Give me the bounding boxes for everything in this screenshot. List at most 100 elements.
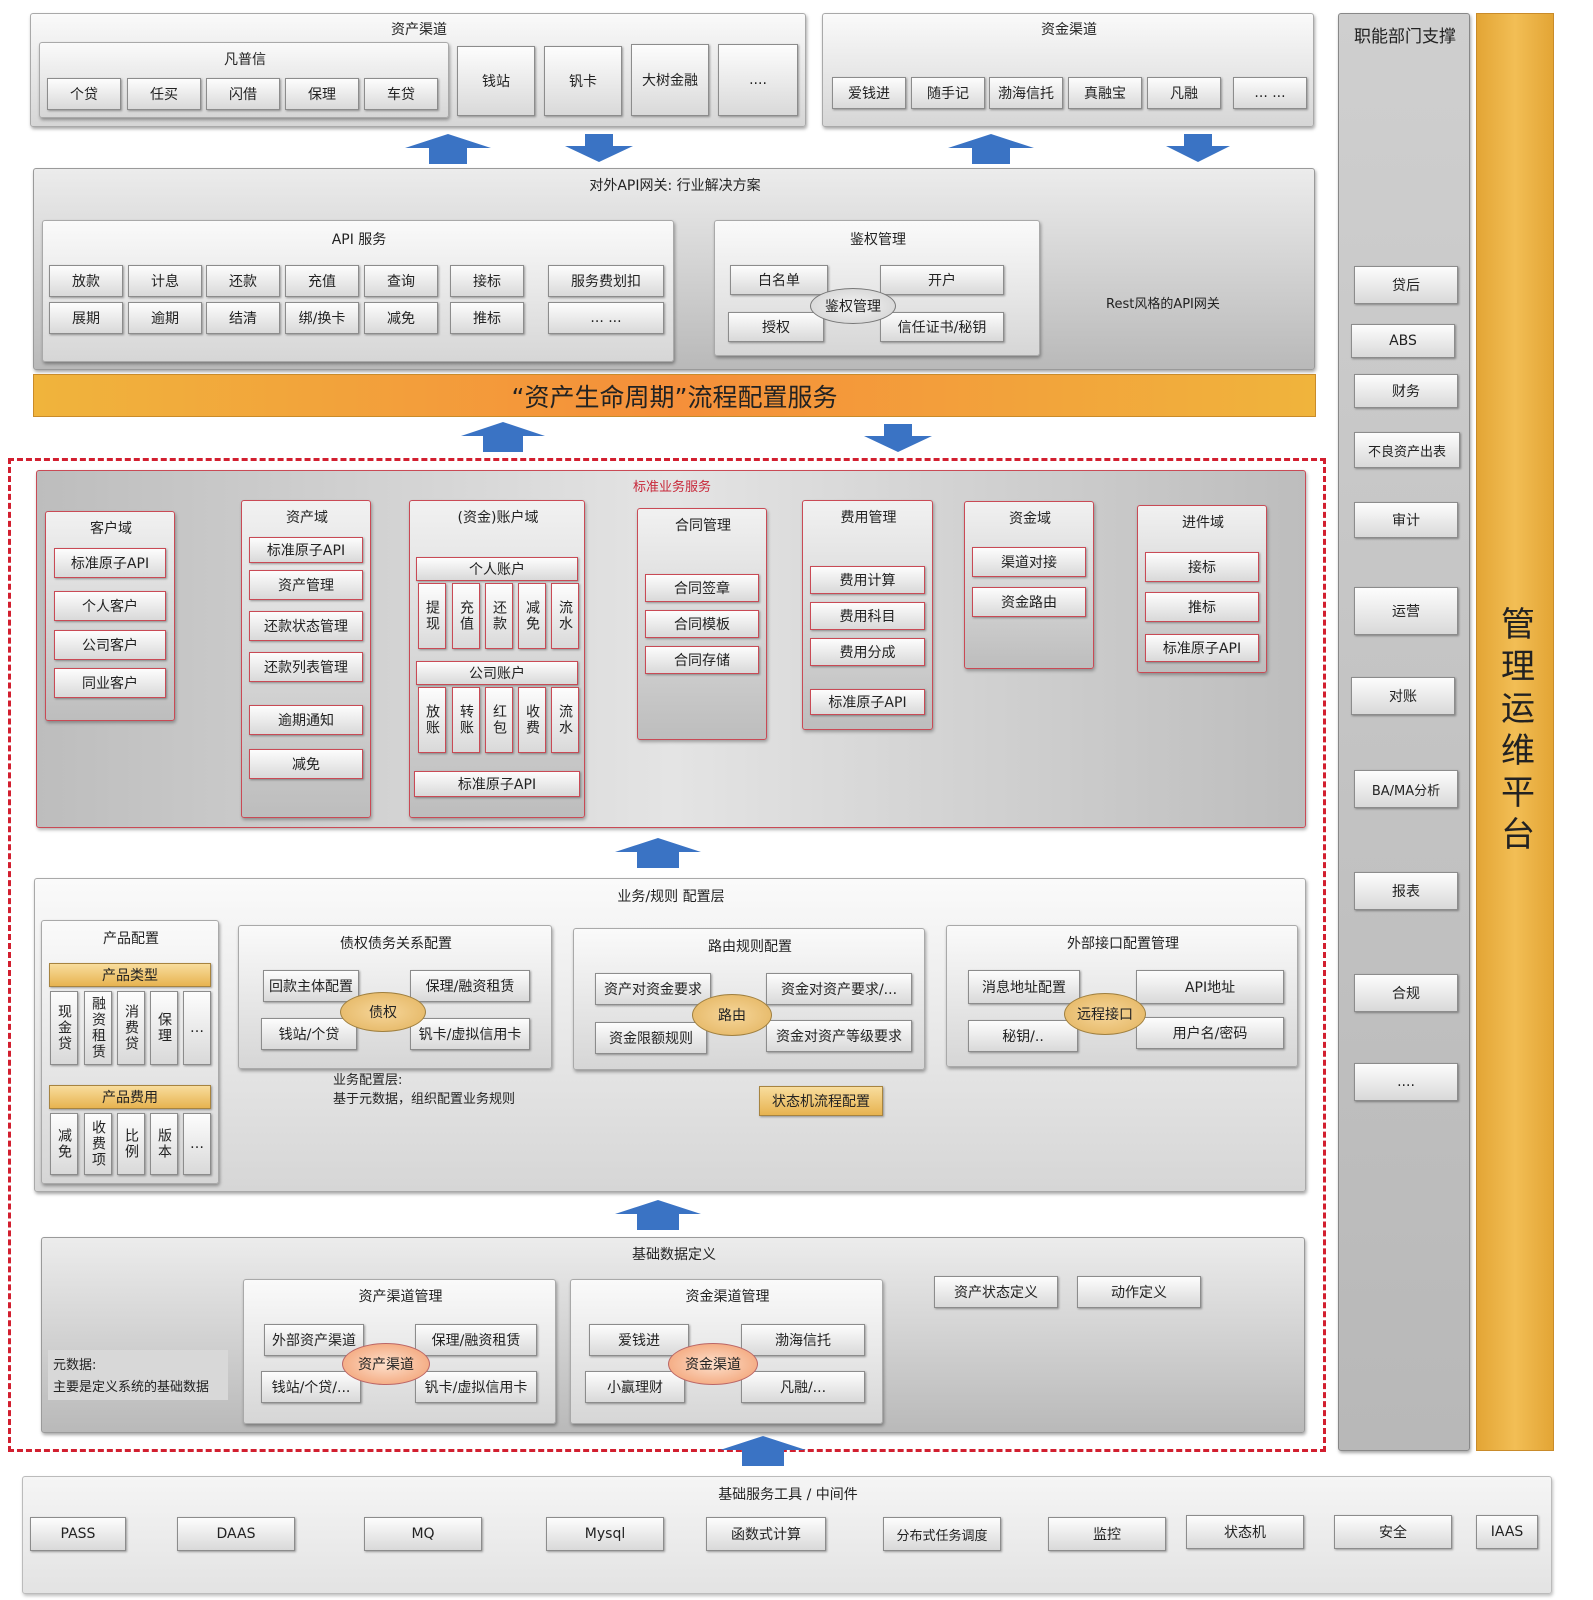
asset-mgmt-tr-box[interactable]: 保理/融资租赁 [415,1324,537,1356]
infra-item[interactable]: 函数式计算 [706,1517,826,1551]
authorize-box[interactable]: 授权 [728,312,824,342]
company-account-item[interactable]: 收费 [518,687,546,753]
asset-domain-item[interactable]: 还款列表管理 [249,652,363,682]
api-button[interactable]: 结清 [206,302,280,334]
fanpuxin-item[interactable]: 闪借 [206,78,280,110]
infra-item[interactable]: 安全 [1334,1515,1452,1549]
asset-state-def[interactable]: 资产状态定义 [934,1276,1058,1308]
product-fee-item[interactable]: 收费项 [84,1113,112,1175]
fund-channel-item[interactable]: ... ... [1233,77,1307,109]
product-type-item[interactable]: … [183,991,211,1065]
personal-account-item[interactable]: 减免 [518,583,546,649]
customer-item[interactable]: 同业客户 [54,668,166,698]
api-button[interactable]: 展期 [49,302,123,334]
support-item[interactable]: 财务 [1354,374,1458,408]
api-button[interactable]: 还款 [206,265,280,297]
asset-channel-item[interactable]: 大树金融 [631,44,709,116]
debt-tr-box[interactable]: 保理/融资租赁 [410,970,530,1002]
progress-domain-item[interactable]: 标准原子API [1145,634,1259,662]
company-account-item[interactable]: 转账 [452,687,480,753]
company-account-item[interactable]: 红包 [485,687,513,753]
fanpuxin-item[interactable]: 个贷 [47,78,121,110]
support-item[interactable]: 对账 [1351,677,1455,715]
fund-mgmt-tl-box[interactable]: 爱钱进 [589,1324,689,1356]
fund-domain-item[interactable]: 资金路由 [972,587,1086,617]
contract-item[interactable]: 合同签章 [645,574,759,602]
whitelist-box[interactable]: 白名单 [730,265,828,295]
product-type-item[interactable]: 保理 [150,991,178,1065]
asset-domain-item[interactable]: 还款状态管理 [249,611,363,641]
fund-domain-item[interactable]: 渠道对接 [972,547,1086,577]
asset-mgmt-br-box[interactable]: 钒卡/虚拟信用卡 [415,1371,537,1403]
fund-channel-item[interactable]: 爱钱进 [832,77,906,109]
fund-channel-item[interactable]: 真融宝 [1068,77,1142,109]
fee-item[interactable]: 费用计算 [810,566,925,594]
asset-domain-item[interactable]: 标准原子API [249,537,363,563]
api-button[interactable]: 放款 [49,265,123,297]
fee-item[interactable]: 费用科目 [810,602,925,630]
api-button[interactable]: 计息 [128,265,202,297]
infra-item[interactable]: 分布式任务调度 [883,1517,1001,1551]
product-fee-item[interactable]: 比例 [117,1113,145,1175]
fund-mgmt-bl-box[interactable]: 小赢理财 [585,1371,685,1403]
fund-channel-item[interactable]: 渤海信托 [989,77,1063,109]
product-fee-item[interactable]: … [183,1113,211,1175]
support-item[interactable]: ABS [1351,324,1455,358]
asset-domain-item[interactable]: 逾期通知 [249,705,363,735]
product-fee-item[interactable]: 减免 [50,1113,78,1175]
fund-channel-item[interactable]: 凡融 [1147,77,1221,109]
support-item[interactable]: BA/MA分析 [1354,770,1458,808]
support-item[interactable]: 审计 [1354,502,1458,538]
progress-domain-item[interactable]: 推标 [1145,592,1259,622]
action-def[interactable]: 动作定义 [1077,1276,1201,1308]
api-button[interactable]: ... ... [548,302,664,334]
support-item[interactable]: 运营 [1354,587,1458,635]
product-type-item[interactable]: 融资租赁 [84,991,112,1065]
debt-tl-box[interactable]: 回款主体配置 [263,970,359,1002]
product-type-item[interactable]: 现金贷 [50,991,78,1065]
asset-channel-item[interactable]: 钒卡 [544,46,622,116]
personal-account-item[interactable]: 还款 [485,583,513,649]
contract-item[interactable]: 合同存储 [645,646,759,674]
api-button[interactable]: 逾期 [128,302,202,334]
personal-account-item[interactable]: 充值 [452,583,480,649]
contract-item[interactable]: 合同模板 [645,610,759,638]
asset-channel-item[interactable]: .... [718,44,798,116]
debt-bl-box[interactable]: 钱站/个贷 [261,1018,357,1050]
asset-domain-item[interactable]: 减免 [249,749,363,779]
asset-mgmt-bl-box[interactable]: 钱站/个贷/... [261,1371,361,1403]
progress-domain-item[interactable]: 接标 [1145,552,1259,582]
personal-account-item[interactable]: 提现 [418,583,446,649]
support-item[interactable]: 不良资产出表 [1354,432,1460,468]
support-item[interactable]: .... [1354,1063,1458,1101]
api-button[interactable]: 服务费划扣 [548,265,664,297]
infra-item[interactable]: MQ [364,1517,482,1551]
customer-item[interactable]: 公司客户 [54,630,166,660]
external-tr-box[interactable]: API地址 [1136,970,1284,1004]
infra-item[interactable]: Mysql [546,1517,664,1551]
infra-item[interactable]: DAAS [177,1517,295,1551]
account-api-box[interactable]: 标准原子API [414,771,580,797]
fanpuxin-item[interactable]: 任买 [127,78,201,110]
api-button[interactable]: 绑/换卡 [285,302,359,334]
fund-mgmt-br-box[interactable]: 凡融/... [741,1371,865,1403]
state-machine-config[interactable]: 状态机流程配置 [759,1086,883,1116]
api-button[interactable]: 接标 [450,265,524,297]
customer-item[interactable]: 个人客户 [54,591,166,621]
support-item[interactable]: 贷后 [1354,266,1458,304]
company-account-item[interactable]: 流水 [551,687,579,753]
product-type-item[interactable]: 消费贷 [117,991,145,1065]
asset-channel-item[interactable]: 钱站 [457,46,535,116]
route-tl-box[interactable]: 资产对资金要求 [595,973,711,1005]
infra-item[interactable]: PASS [30,1517,126,1551]
route-tr-box[interactable]: 资金对资产要求/... [766,973,912,1005]
product-fee-item[interactable]: 版本 [150,1113,178,1175]
customer-item[interactable]: 标准原子API [54,548,166,578]
personal-account-item[interactable]: 流水 [551,583,579,649]
route-bl-box[interactable]: 资金限额规则 [595,1022,707,1054]
cert-box[interactable]: 信任证书/秘钥 [880,312,1004,342]
fanpuxin-item[interactable]: 保理 [285,78,359,110]
route-br-box[interactable]: 资金对资产等级要求 [766,1020,912,1052]
asset-domain-item[interactable]: 资产管理 [249,570,363,600]
fanpuxin-item[interactable]: 车贷 [364,78,438,110]
